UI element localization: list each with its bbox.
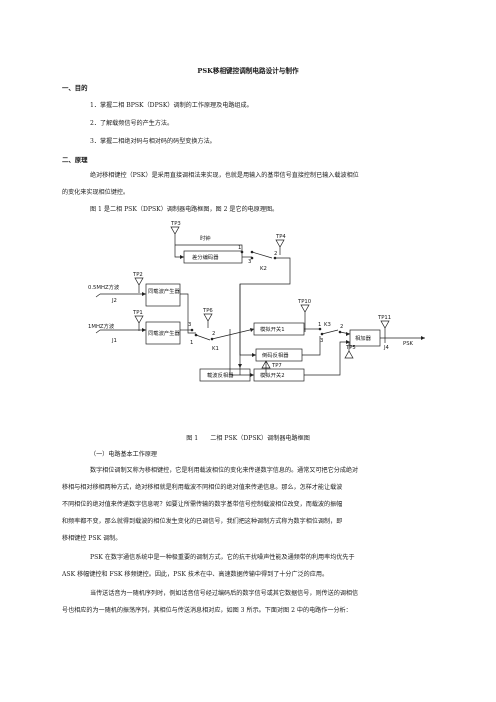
para1-line-2: 移相与相对移相两种方式，绝对移相就是利用载波不同相位的绝对值来传递信息。那么，怎… — [62, 484, 343, 491]
label-psk: PSK — [403, 341, 414, 347]
para1-line-3: 不同相位的绝对值来传递数字信息呢？如要让所需传输的数字基带信号控制载波相位改变，… — [62, 501, 343, 508]
test-point-tp10-icon — [300, 304, 310, 332]
carrier-gen-block-2 — [145, 321, 181, 345]
label-node-1-k2: 1 — [238, 245, 241, 251]
carrier-gen-block-1 — [145, 283, 181, 307]
principle-paragraph-line-1: 绝对移相键控（PSK）是采用直接调相法来实现，也就是用输入的基带信号直接控制已输… — [90, 172, 359, 179]
label-tp5: TP5 — [345, 345, 356, 351]
label-node-2-k3: 2 — [340, 324, 343, 330]
label-k1: K1 — [212, 346, 219, 352]
label-clock: 时钟 — [200, 234, 211, 242]
test-point-tp2-icon — [134, 277, 144, 293]
subsection-heading: （一）电路基本工作原理 — [90, 451, 158, 458]
label-carrier-inverter: 载波反相器 — [207, 371, 234, 379]
principle-paragraph-line-2: 的变化来实现相位键控。 — [62, 189, 130, 196]
test-point-tp4-icon — [275, 239, 285, 255]
figure-caption: 图 1 二相 PSK（DPSK）调制器电路框图 — [186, 435, 310, 442]
label-node-3-k3: 3 — [320, 338, 323, 344]
label-carrier-gen-1: 同载波产生器 — [148, 287, 180, 295]
label-node-3-k2: 3 — [248, 259, 251, 265]
label-j1: J1 — [111, 338, 117, 344]
label-k3: K3 — [324, 322, 331, 328]
purpose-item-2: 2．了解载频信号的产生方法。 — [90, 120, 174, 127]
para3-line-1: 当传送话音为一随机序列时，例如话音信号经过编码后的数字信号或其它数据信号，则传送… — [90, 590, 359, 597]
label-node-1-k3: 1 — [318, 322, 321, 328]
para1-line-4: 和频率都不变，那么就得到载波的相位发生变化的已调信号，我们把这种调制方式称为数字… — [62, 518, 343, 525]
figure-reference-text: 图 1 是二相 PSK（DPSK）调制器电路框图，图 2 是它的电原理图。 — [90, 206, 279, 213]
label-inverter: 倒码反相器 — [262, 351, 289, 359]
label-tp3: TP3 — [170, 221, 181, 227]
label-node-3-k1: 3 — [188, 322, 191, 328]
label-adder: 相加器 — [355, 334, 372, 342]
test-point-tp6-icon — [203, 313, 213, 328]
para1-line-5: 移相键控 PSK 调制。 — [62, 535, 122, 542]
label-j4: J4 — [383, 345, 390, 351]
test-point-tp11-icon — [380, 320, 390, 343]
label-carrier1-freq: 0.5MHZ方波 — [88, 283, 120, 291]
para1-line-1: 数字相位调制又称为移相键控，它是利用载波相位的变化来传递数字信息的。通常又可把它… — [90, 467, 359, 474]
label-node-1-k1: 1 — [190, 340, 193, 346]
para2-line-1: PSK 在数字通信系统中是一种极重要的调制方式，它的抗干扰噪声性能及通频带的利用… — [90, 554, 355, 561]
label-k2: K2 — [260, 266, 267, 272]
para3-line-2: 号也相应的为一随机的振荡序列，其相位与传送消息相对应，如图 3 所示。下面对图 … — [62, 607, 352, 614]
document-title: PSK移相键控调制电路设计与制作 — [197, 67, 299, 75]
label-carrier-gen-2: 同载波产生器 — [148, 329, 180, 337]
label-analog-switch-2: 模拟开关2 — [260, 371, 285, 379]
label-tp6: TP6 — [202, 308, 213, 314]
test-point-tp5-icon — [344, 342, 354, 359]
label-tp10: TP10 — [297, 299, 312, 305]
test-point-tp3-icon — [170, 226, 180, 245]
test-point-tp7-icon — [261, 360, 271, 376]
label-tp11: TP11 — [377, 315, 391, 321]
label-tp7: TP7 — [271, 363, 282, 369]
psk-modulator-block-diagram: TP3 时钟 TP4 差分编码器 1 3 2 K2 TP2 0.5MHZ方波 J… — [88, 221, 425, 382]
section-heading-purpose: 一、目的 — [62, 84, 88, 92]
purpose-item-1: 1．掌握二相 BPSK（DPSK）调制的工作原理及电路组成。 — [90, 102, 253, 109]
label-diff-encoder: 差分编码器 — [192, 253, 219, 261]
section-heading-principle: 二、原理 — [62, 156, 88, 164]
test-point-tp1-icon — [134, 315, 144, 331]
purpose-item-3: 3．掌握二相绝对码与相对码的码型变换方法。 — [90, 138, 216, 145]
label-node-2-k1: 2 — [212, 331, 215, 337]
label-tp2: TP2 — [132, 272, 143, 278]
label-node-2-k2: 2 — [274, 251, 277, 257]
label-tp4: TP4 — [275, 234, 286, 240]
para2-line-2: ASK 移幅键控和 FSK 移频键控。因此，PSK 技术在中、高速数据传输中得到… — [62, 571, 329, 578]
label-j2: J2 — [111, 298, 117, 304]
label-carrier2-freq: 1MHZ方波 — [88, 322, 115, 330]
label-analog-switch-1: 模拟开关1 — [260, 325, 285, 333]
label-tp1: TP1 — [132, 310, 143, 316]
